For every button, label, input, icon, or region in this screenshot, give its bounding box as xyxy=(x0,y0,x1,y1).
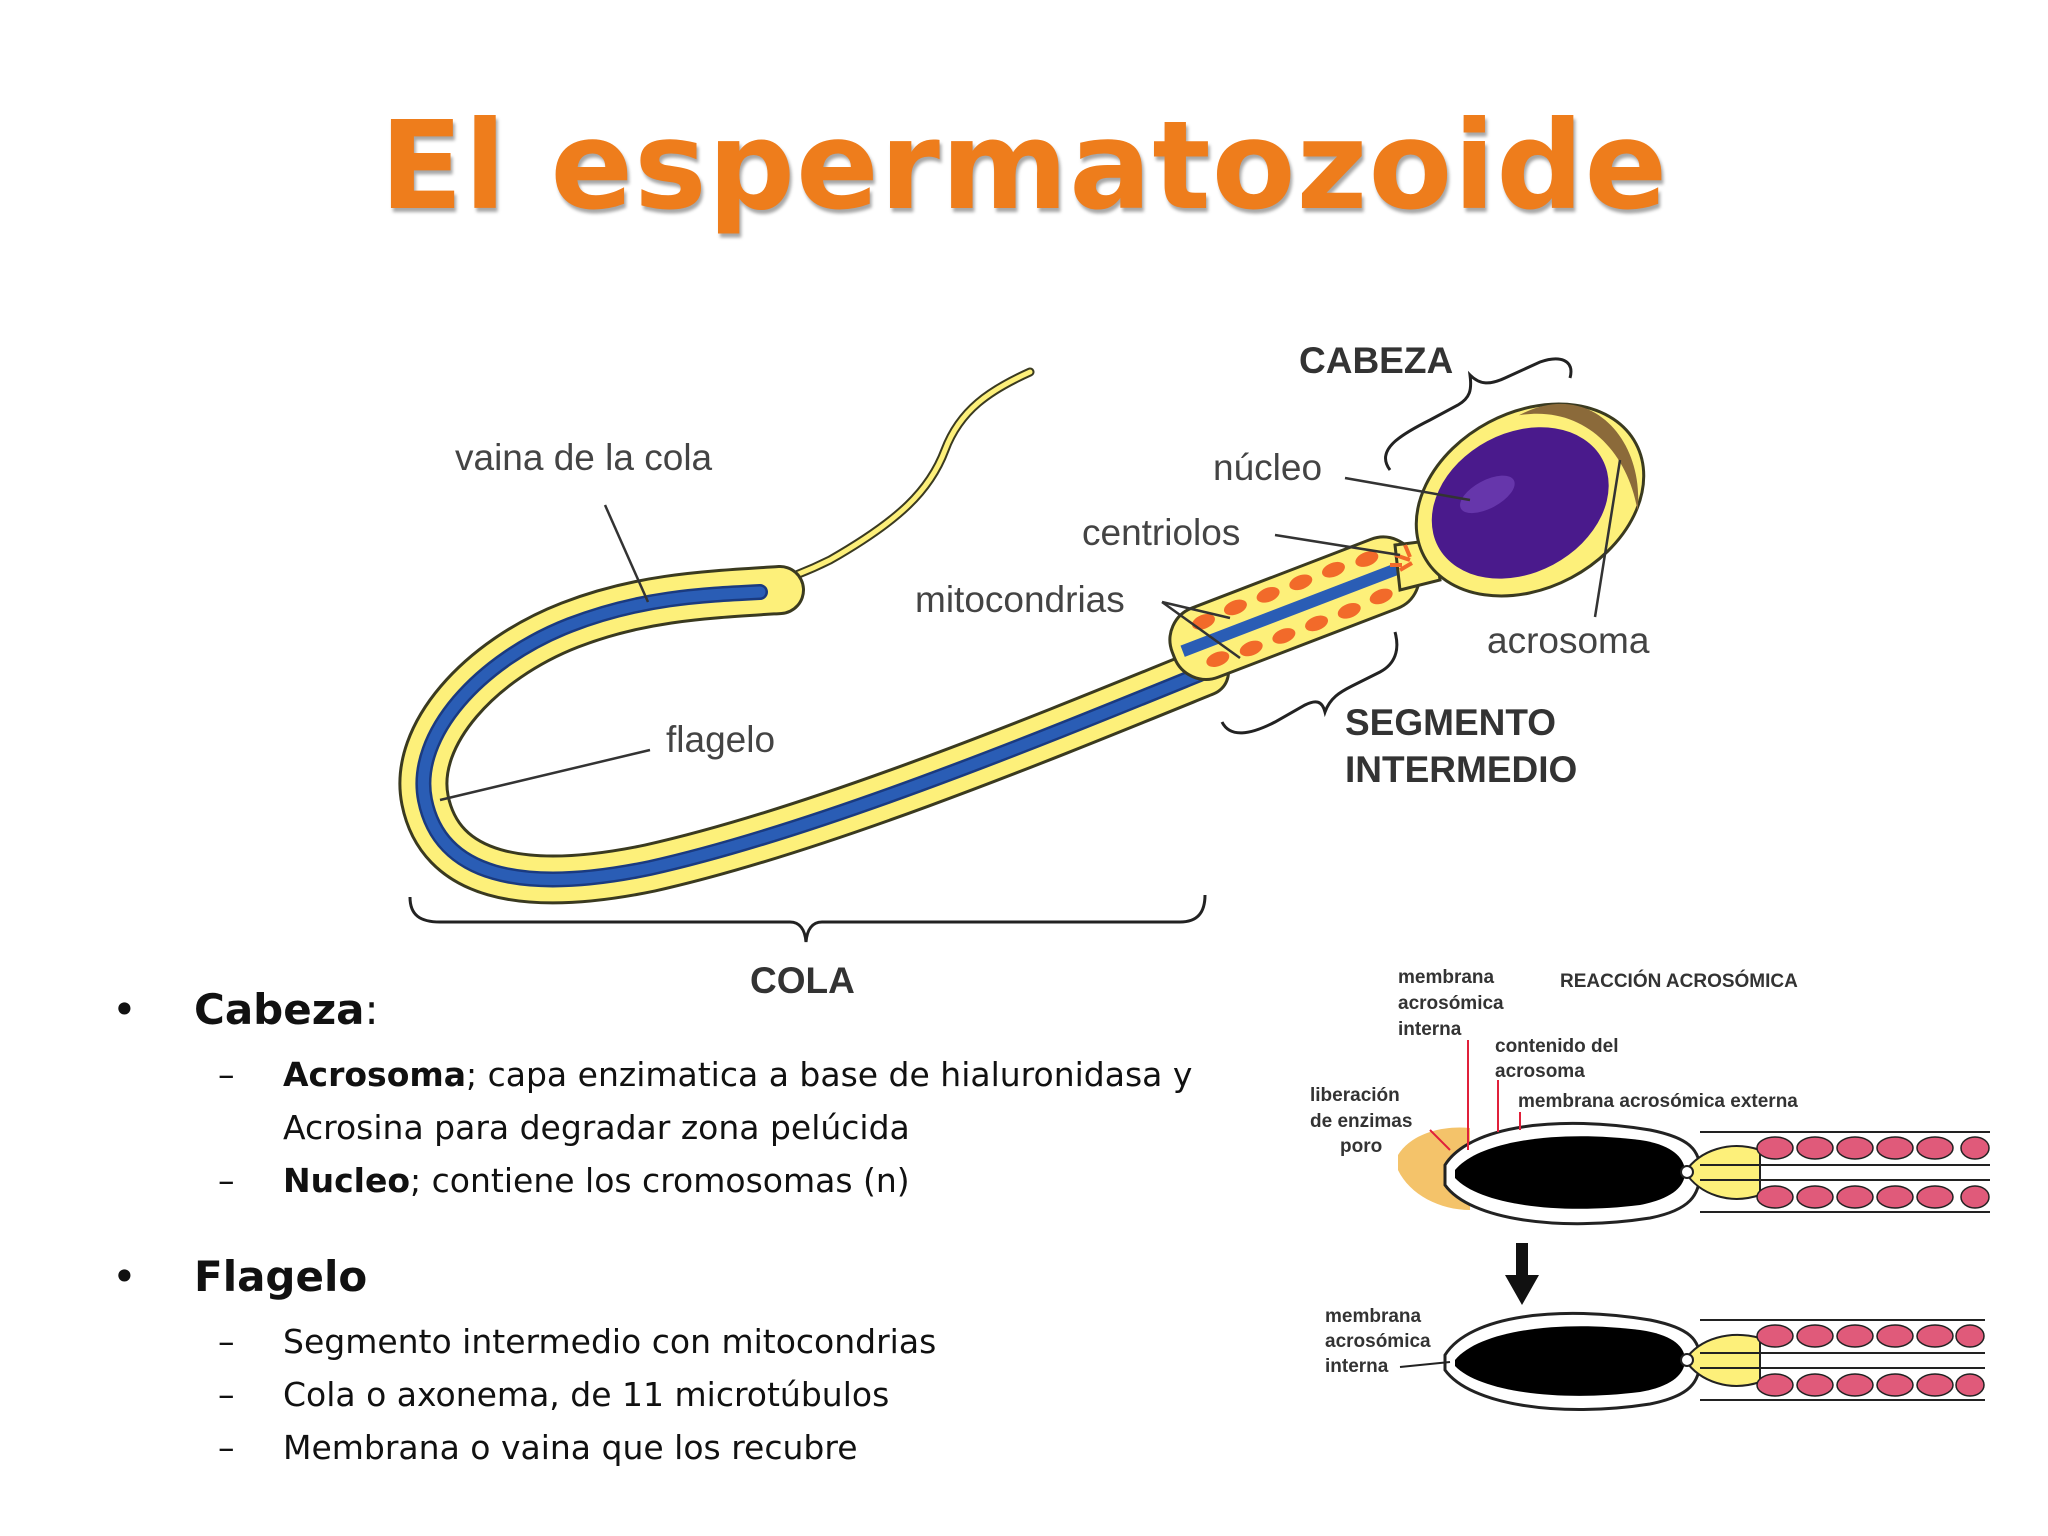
bullet-segmento: Segmento intermedio con mitocondrias xyxy=(110,1315,1210,1368)
centrioles xyxy=(1390,544,1414,572)
bullet-membrana: Membrana o vaina que los recubre xyxy=(110,1421,1210,1474)
inset-label: membrana xyxy=(1325,1306,1422,1327)
page-title: El espermatozoide xyxy=(379,95,1669,237)
mitochondria-group xyxy=(1191,551,1393,667)
inset-label: liberación xyxy=(1310,1085,1400,1106)
acrosome-cap xyxy=(1518,403,1639,511)
inset-label: interna xyxy=(1325,1356,1389,1377)
nucleus xyxy=(1431,427,1609,579)
cola-brace xyxy=(408,894,1207,943)
inset-mitochondria-bottom xyxy=(1756,1324,1985,1397)
bullet-axonema: Cola o axonema, de 11 microtúbulos xyxy=(110,1368,1210,1421)
label-nucleo: núcleo xyxy=(1213,447,1322,488)
midpiece xyxy=(1168,535,1421,681)
label-cabeza: CABEZA xyxy=(1299,340,1453,381)
bullet-flagelo: Flagelo xyxy=(110,1247,1210,1307)
inset-nucleus-top xyxy=(1455,1136,1685,1209)
label-mitocondrias: mitocondrias xyxy=(915,579,1125,620)
sperm-head xyxy=(1414,402,1646,598)
label-vaina: vaina de la cola xyxy=(455,437,713,478)
inset-label: de enzimas xyxy=(1310,1111,1412,1132)
segmento-brace xyxy=(1220,631,1399,735)
label-intermedio: INTERMEDIO xyxy=(1345,749,1577,790)
inset-nucleus-bottom xyxy=(1455,1326,1685,1396)
inset-label: contenido del xyxy=(1495,1036,1619,1057)
inset-label: membrana acrosómica externa xyxy=(1518,1091,1798,1112)
inset-label: acrosómica xyxy=(1398,993,1504,1014)
inset-label: membrana xyxy=(1398,967,1495,988)
inset-title: REACCIÓN ACROSÓMICA xyxy=(1560,970,1798,992)
label-centriolos: centriolos xyxy=(1082,512,1240,553)
bullet-acrosoma: Acrosoma; capa enzimatica a base de hial… xyxy=(110,1048,1210,1154)
inset-mitochondria-top xyxy=(1756,1136,1990,1209)
bullet-list: Cabeza: Acrosoma; capa enzimatica a base… xyxy=(110,980,1210,1474)
inset-label: interna xyxy=(1398,1019,1462,1040)
bullet-nucleo: Nucleo; contiene los cromosomas (n) xyxy=(110,1154,1210,1207)
acrosome-reaction-inset: REACCIÓN ACROSÓMICA membrana acrosómica … xyxy=(1310,967,1990,1412)
inset-arrow-down xyxy=(1505,1243,1539,1305)
bullet-cabeza: Cabeza: xyxy=(110,980,1210,1040)
label-segmento: SEGMENTO xyxy=(1345,702,1556,743)
inset-label: poro xyxy=(1340,1136,1382,1157)
inset-label: acrosómica xyxy=(1325,1331,1431,1352)
inset-label: acrosoma xyxy=(1495,1061,1585,1082)
label-acrosoma: acrosoma xyxy=(1487,620,1650,661)
cabeza-brace xyxy=(1384,357,1573,471)
label-flagelo: flagelo xyxy=(666,719,775,760)
